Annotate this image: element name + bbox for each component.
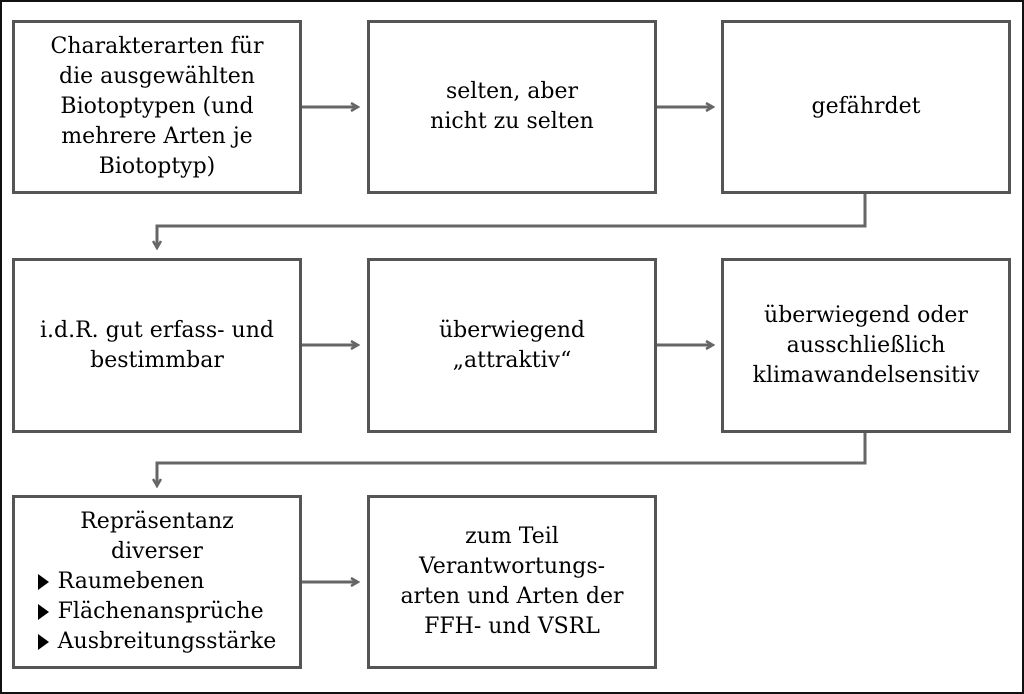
box-attraktiv: überwiegend „attraktiv“: [367, 258, 657, 433]
arrow-b6-b7: [157, 433, 867, 486]
triangle-bullet-icon: [37, 574, 49, 590]
triangle-bullet-icon: [37, 634, 49, 650]
box-repraesentanz: Repräsentanz diverser Raumebenen Flächen…: [12, 495, 302, 669]
bullet-item: Flächenansprüche: [37, 597, 264, 627]
repraesentanz-heading-line1: Repräsentanz: [80, 509, 234, 534]
box-charakterarten: Charakterarten für die ausgewählten Biot…: [12, 20, 302, 194]
box-verantwortungsarten-text: zum Teil Verantwortungs- arten und Arten…: [400, 524, 624, 639]
bullet-item-label: Flächenansprüche: [57, 599, 264, 624]
box-gefaehrdet-text: gefährdet: [811, 94, 921, 119]
box-charakterarten-text: Charakterarten für die ausgewählten Biot…: [50, 34, 264, 179]
box-klimawandelsensitiv-text: überwiegend oder ausschließlich klimawan…: [752, 302, 980, 388]
bullet-item: Raumebenen: [37, 567, 205, 597]
box-klimawandelsensitiv: überwiegend oder ausschließlich klimawan…: [721, 258, 1011, 433]
box-erfassbar-text: i.d.R. gut erfass- und bestimmbar: [40, 317, 274, 373]
box-selten: selten, aber nicht zu selten: [367, 20, 657, 194]
arrow-b3-b4: [157, 194, 867, 248]
bullet-item-label: Ausbreitungsstärke: [57, 629, 277, 654]
repraesentanz-heading-line2: diverser: [111, 539, 203, 564]
triangle-bullet-icon: [37, 604, 49, 620]
bullet-item: Ausbreitungsstärke: [37, 627, 277, 657]
box-selten-text: selten, aber nicht zu selten: [430, 79, 594, 134]
box-erfassbar: i.d.R. gut erfass- und bestimmbar: [12, 258, 302, 433]
box-gefaehrdet: gefährdet: [721, 20, 1011, 194]
repraesentanz-bullet-list: Raumebenen Flächenansprüche Ausbreitungs…: [37, 567, 277, 657]
box-attraktiv-text: überwiegend „attraktiv“: [438, 317, 586, 373]
bullet-item-label: Raumebenen: [57, 569, 205, 594]
box-verantwortungsarten: zum Teil Verantwortungs- arten und Arten…: [367, 495, 657, 669]
